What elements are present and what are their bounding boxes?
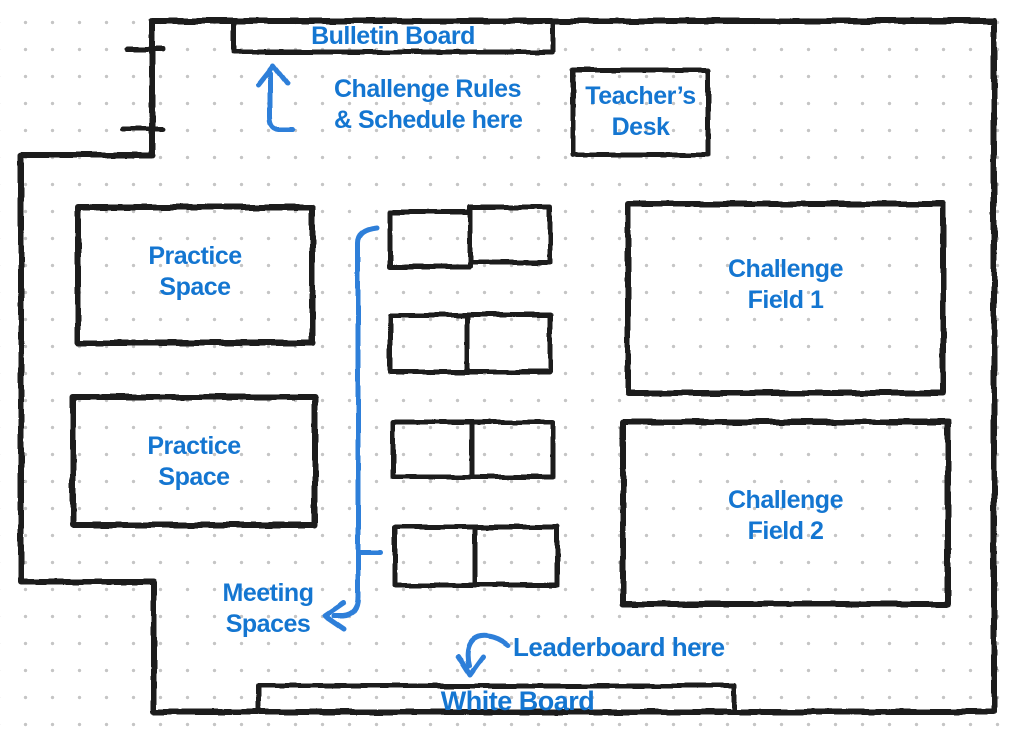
meeting-table [390, 419, 475, 480]
challenge-field-2-box [620, 419, 951, 607]
practice-space-top-line2: Space [159, 273, 231, 301]
practice-space-top-line1: Practice [148, 242, 242, 270]
bulletin-board-box [230, 18, 556, 55]
bulletin-board-label: Bulletin Board [311, 22, 475, 50]
meeting-table [472, 524, 560, 588]
challenge-field-1-box [625, 201, 946, 396]
meeting-spaces-annotation: Meeting Spaces [192, 578, 344, 640]
meeting-table [469, 419, 556, 480]
rules-up-arrow [267, 70, 296, 132]
meeting-table [467, 204, 553, 265]
teachers-desk-label: Teacher’s Desk [573, 81, 708, 143]
practice-space-top-label: Practice Space [78, 241, 312, 303]
practice-space-bottom-label: Practice Space [73, 431, 315, 493]
meeting-table [464, 312, 553, 375]
white-board-box [255, 683, 738, 715]
practice-space-bottom-line2: Space [158, 463, 230, 491]
practice-space-bottom-line1: Practice [147, 432, 241, 460]
meeting-spaces-line2: Spaces [225, 610, 311, 638]
challenge-field-1-line2: Field 1 [747, 286, 824, 314]
leaderboard-annotation: Leaderboard here [513, 632, 725, 662]
challenge-field-2-label: Challenge Field 2 [623, 485, 948, 547]
challenge-field-2-line2: Field 2 [747, 517, 824, 545]
meeting-table [387, 312, 470, 375]
rules-up-arrowhead-icon [255, 63, 290, 88]
challenge-field-1-line1: Challenge [728, 255, 843, 283]
challenge-field-2-line1: Challenge [728, 486, 843, 514]
meeting-table [392, 524, 478, 588]
meeting-spaces-left-arrowhead-icon [322, 600, 347, 632]
white-board-label: White Board [440, 686, 595, 716]
meeting-table [387, 209, 473, 270]
teachers-desk-box [570, 67, 711, 158]
meeting-spaces-line1: Meeting [222, 579, 314, 607]
teachers-desk-line1: Teacher’s [585, 82, 696, 110]
practice-space-top-box [75, 204, 315, 346]
leaderboard-down-arrow [465, 633, 511, 669]
room-outline-wall [18, 18, 997, 715]
challenge-rules-line1: Challenge Rules [334, 75, 522, 103]
challenge-rules-line2: & Schedule here [334, 106, 523, 134]
practice-space-bottom-box [70, 394, 318, 528]
challenge-rules-annotation: Challenge Rules & Schedule here [334, 74, 523, 136]
teachers-desk-line2: Desk [611, 113, 670, 141]
leaderboard-down-arrowhead-icon [455, 653, 486, 678]
challenge-field-1-label: Challenge Field 1 [628, 254, 943, 316]
meeting-tables [387, 204, 560, 588]
meeting-spaces-bracket [331, 225, 380, 619]
